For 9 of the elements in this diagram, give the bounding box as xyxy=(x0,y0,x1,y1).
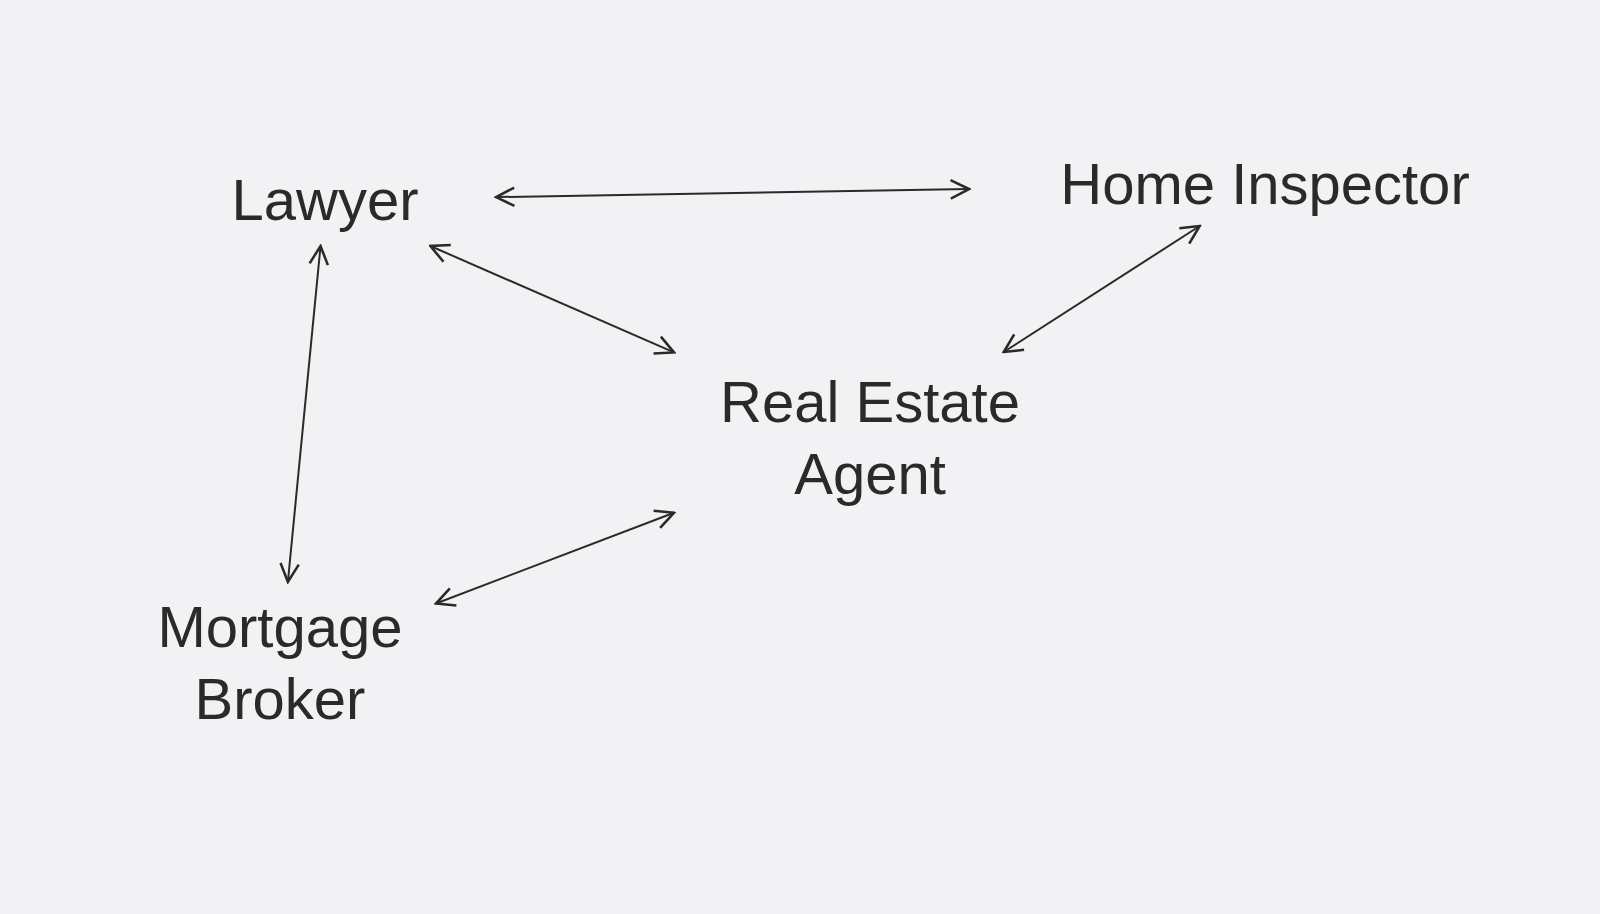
node-label: Mortgage Broker xyxy=(130,588,430,738)
node-label: Real Estate Agent xyxy=(680,358,1060,518)
double-arrow xyxy=(279,244,330,584)
double-arrow xyxy=(1002,224,1201,354)
node-label: Lawyer xyxy=(160,160,490,240)
node-label: Home Inspector xyxy=(975,148,1555,220)
double-arrow xyxy=(494,178,971,208)
double-arrow xyxy=(429,243,676,355)
double-arrow xyxy=(434,509,676,607)
